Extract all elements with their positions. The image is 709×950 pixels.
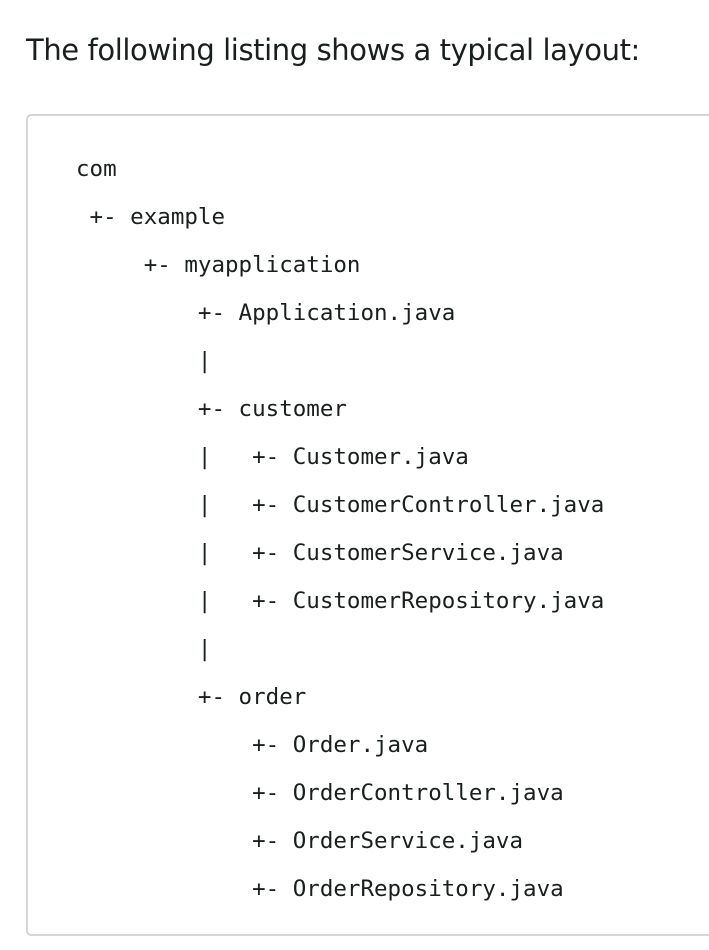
listing-line-order-java: +- Order.java: [76, 732, 429, 758]
intro-paragraph: The following listing shows a typical la…: [26, 33, 640, 67]
listing-line-customer-service-java: | +- CustomerService.java: [76, 540, 564, 566]
listing-line-com: com: [76, 156, 117, 182]
listing-line-customer-controller-java: | +- CustomerController.java: [76, 492, 605, 518]
listing-line-order-controller-java: +- OrderController.java: [76, 780, 564, 806]
listing-line-order-repository-java: +- OrderRepository.java: [76, 876, 564, 902]
code-listing-block: com +- example +- myapplication +- Appli…: [26, 114, 709, 936]
listing-line-customer: +- customer: [76, 396, 347, 422]
listing-line-connector: |: [76, 636, 212, 662]
listing-line-customer-java: | +- Customer.java: [76, 444, 469, 470]
listing-line-application-java: +- Application.java: [76, 300, 456, 326]
listing-line-myapplication: +- myapplication: [76, 252, 361, 278]
listing-line-example: +- example: [76, 204, 226, 230]
listing-line-order-service-java: +- OrderService.java: [76, 828, 524, 854]
directory-tree-listing: com +- example +- myapplication +- Appli…: [76, 145, 604, 913]
listing-line-order: +- order: [76, 684, 307, 710]
listing-line-customer-repository-java: | +- CustomerRepository.java: [76, 588, 605, 614]
listing-line-connector: |: [76, 348, 212, 374]
